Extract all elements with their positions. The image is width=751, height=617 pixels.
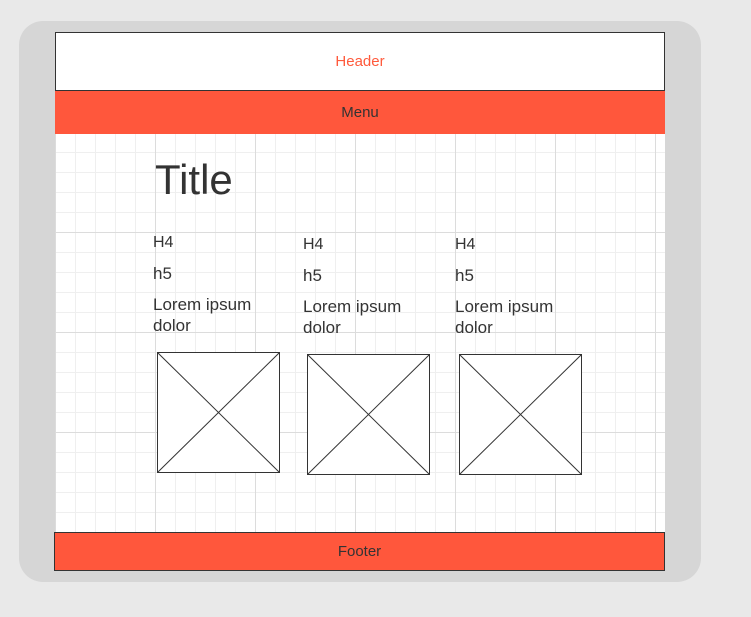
image-placeholder-icon xyxy=(158,353,279,472)
header-label: Header xyxy=(335,53,385,70)
footer-bar: Footer xyxy=(54,532,665,571)
column-heading-h4: H4 xyxy=(303,236,324,253)
column-text: Lorem ipsum dolor xyxy=(455,297,554,337)
image-placeholder xyxy=(459,354,582,475)
column-text: Lorem ipsum dolor xyxy=(153,295,252,335)
image-placeholder xyxy=(307,354,430,475)
menu-bar[interactable]: Menu xyxy=(55,91,665,134)
column-heading-h4: H4 xyxy=(455,236,476,253)
column-heading-h5: h5 xyxy=(153,264,172,283)
footer-label: Footer xyxy=(337,543,382,560)
header-bar: Header xyxy=(55,32,665,91)
column-heading-h5: h5 xyxy=(303,266,322,285)
image-placeholder-icon xyxy=(308,355,429,474)
page-title: Title xyxy=(155,156,233,203)
column-heading-h5: h5 xyxy=(455,266,474,285)
menu-label: Menu xyxy=(341,104,379,121)
image-placeholder-icon xyxy=(460,355,581,474)
column-heading-h4: H4 xyxy=(153,234,174,251)
column-text: Lorem ipsum dolor xyxy=(303,297,402,337)
image-placeholder xyxy=(157,352,280,473)
